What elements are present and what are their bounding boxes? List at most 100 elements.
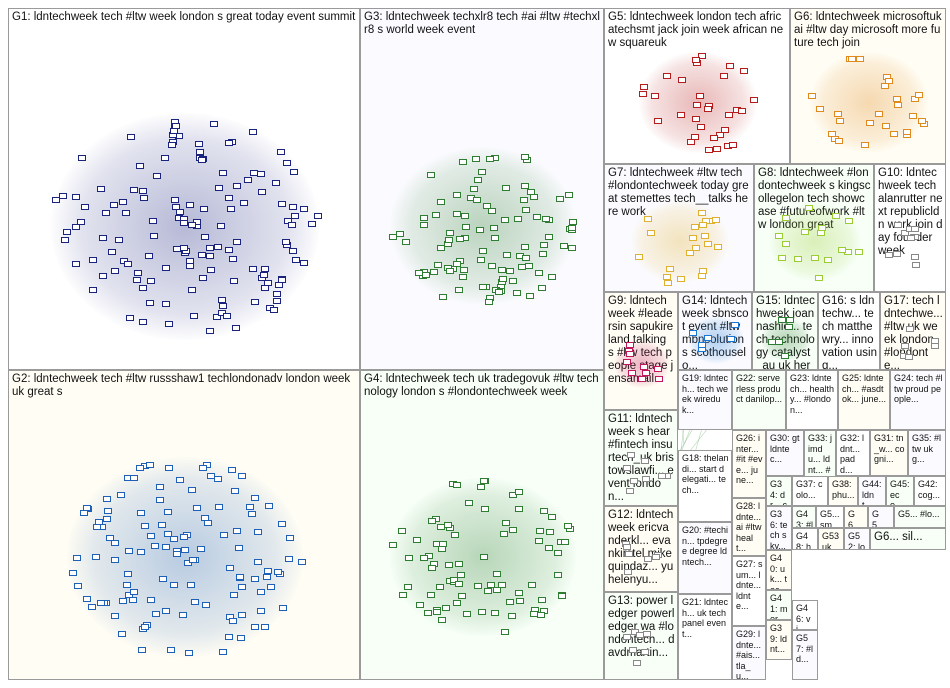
graph-node: [810, 254, 819, 261]
graph-node: [553, 550, 562, 557]
graph-node: [298, 558, 307, 565]
graph-node: [453, 192, 462, 199]
graph-node: [259, 272, 268, 279]
graph-node: [623, 568, 632, 575]
graph-node: [524, 262, 533, 269]
graph-node: [689, 235, 698, 242]
graph-node: [805, 204, 814, 211]
cluster-label-g57: G57: #ld...: [796, 633, 814, 664]
graph-node: [140, 623, 149, 630]
cluster-label-g42: G42: cog...: [918, 479, 941, 500]
cluster-panel-g41: G41: mer...: [766, 590, 792, 620]
graph-node: [146, 532, 155, 539]
cluster-panel-g3: G3: ldntechweek techxlr8 tech #ai #ltw #…: [360, 8, 604, 370]
graph-node: [438, 293, 447, 300]
graph-node: [875, 111, 884, 118]
graph-node: [861, 142, 870, 149]
cluster-label-g5x: G5... sm...: [820, 509, 840, 528]
cluster-label-g48: G48: hel...: [796, 531, 812, 550]
cluster-panel-g5y: G5... pa...: [868, 506, 894, 528]
graph-node: [77, 155, 86, 162]
graph-node: [164, 320, 173, 327]
graph-node: [72, 554, 81, 561]
cluster-panel-g46: G46: vi...: [792, 600, 818, 630]
graph-node: [721, 127, 730, 134]
graph-node: [478, 283, 487, 290]
graph-node: [497, 581, 506, 588]
graph-node: [501, 520, 510, 526]
graph-node: [278, 521, 287, 528]
graph-node: [119, 198, 128, 205]
graph-node: [455, 581, 464, 588]
graph-node: [520, 196, 529, 203]
cluster-label-g5z: G5... #lo...: [898, 509, 940, 519]
graph-node: [162, 543, 171, 550]
graph-node: [507, 612, 516, 619]
graph-node: [856, 55, 864, 62]
graph-node: [901, 229, 910, 236]
graph-node: [103, 508, 112, 515]
graph-node: [444, 237, 453, 244]
graph-node: [483, 202, 492, 209]
graph-node: [200, 234, 209, 241]
graph-node: [827, 130, 836, 137]
graph-node: [396, 230, 405, 237]
graph-node: [476, 256, 485, 263]
graph-node: [559, 242, 568, 249]
graph-node: [189, 313, 198, 320]
graph-node: [215, 185, 224, 192]
graph-node: [855, 249, 864, 256]
cluster-panel-g38: G38: phu...: [828, 476, 858, 506]
cluster-nodes-g6: [809, 52, 929, 153]
graph-node: [278, 604, 287, 611]
graph-node: [253, 558, 262, 565]
graph-node: [307, 220, 316, 227]
cluster-label-g31: G31: tn_w... cogni...: [874, 433, 905, 464]
graph-node: [238, 472, 247, 479]
graph-node: [314, 212, 323, 219]
graph-node: [835, 118, 844, 125]
graph-node: [92, 523, 101, 530]
cluster-label-g20: G20: #techin... tpdegree degree ldntech.…: [682, 525, 729, 567]
cluster-panel-g28: G28: ldnte... ai #ltw healt...: [732, 498, 766, 556]
cluster-panel-g5x: G5... sm...: [816, 506, 844, 528]
cluster-panel-g31: G31: tn_w... cogni...: [870, 430, 908, 476]
graph-node: [127, 133, 136, 140]
graph-node: [212, 313, 221, 320]
graph-node: [269, 306, 278, 313]
graph-node: [130, 475, 139, 482]
cluster-label-g39: G39: ldnt...: [770, 623, 788, 654]
graph-node: [397, 528, 406, 535]
cluster-label-g16: G16: s ldntechw... tech matthewry... inn…: [822, 295, 877, 370]
graph-node: [547, 513, 556, 520]
cluster-panel-g45: G45: eco...: [886, 476, 914, 506]
graph-node: [488, 262, 497, 269]
graph-node: [489, 224, 498, 231]
cluster-panel-g20: G20: #techin... tpdegree degree ldntech.…: [678, 522, 732, 594]
graph-node: [190, 599, 199, 606]
graph-node: [881, 122, 890, 129]
graph-node: [124, 547, 133, 554]
graph-node: [225, 194, 234, 201]
cluster-panel-g6y: G6... sil...: [870, 528, 946, 550]
graph-node: [102, 210, 111, 217]
graph-node: [768, 339, 777, 346]
graph-node: [121, 209, 130, 216]
graph-node: [216, 223, 225, 230]
cluster-label-g44: G44: ldnt...: [862, 479, 882, 506]
graph-node: [110, 539, 119, 546]
graph-node: [156, 497, 165, 504]
graph-node: [834, 111, 843, 118]
graph-node: [902, 128, 911, 135]
graph-node: [180, 533, 189, 540]
graph-node: [544, 233, 553, 240]
graph-node: [509, 526, 517, 533]
graph-node: [637, 375, 646, 382]
graph-node: [521, 183, 530, 190]
graph-node: [622, 543, 631, 550]
graph-node: [161, 155, 170, 162]
graph-node: [712, 146, 721, 153]
cluster-label-g7: G7: ldntechweek #ltw tech #londontechwee…: [608, 167, 749, 218]
graph-node: [703, 241, 712, 248]
graph-node: [432, 609, 441, 616]
